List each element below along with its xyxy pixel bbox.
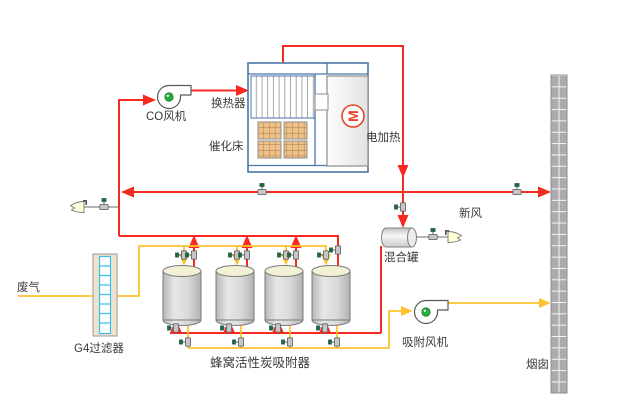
valve-icon xyxy=(227,250,241,260)
valve-icon xyxy=(166,323,180,333)
pipe-hot-desorb-header-top xyxy=(119,235,339,266)
filter-element xyxy=(99,265,111,324)
co-fan-icon xyxy=(156,84,192,110)
chimney xyxy=(550,74,568,394)
adsorber-vessel-4 xyxy=(311,265,351,326)
damper-valve-icon xyxy=(257,182,267,196)
valve-icon xyxy=(286,250,300,260)
labels: 废气 G4过滤器 CO风机 换热器 催化床 电加热 新风 混合罐 蜂窝活性炭吸附… xyxy=(17,96,549,371)
valve-icon xyxy=(328,245,342,255)
valve-icon xyxy=(184,250,198,260)
adsorber-vessel-2 xyxy=(215,265,255,326)
valve-icon xyxy=(237,250,251,260)
mixing-tank-label: 混合罐 xyxy=(384,250,419,264)
valve-icon xyxy=(276,250,290,260)
adsorption-fan-icon xyxy=(413,299,449,325)
adsorber-vessel-3 xyxy=(264,265,304,326)
valve-icon xyxy=(99,197,109,211)
heat-exchanger-label: 换热器 xyxy=(211,96,246,110)
air-intake-icon-left xyxy=(69,200,87,214)
motor-symbol: M xyxy=(345,110,361,122)
valve-icon xyxy=(428,227,438,241)
valve-icon xyxy=(327,337,341,347)
electric-heater-label: 电加热 xyxy=(366,131,401,144)
pipe-hot-co-fan-suction xyxy=(118,94,156,236)
catalytic-bed-label: 催化床 xyxy=(209,139,244,153)
valve-icon xyxy=(280,337,294,347)
valve-icon xyxy=(219,323,233,333)
adsorber-vessel-1 xyxy=(162,265,202,326)
pipe-hot-oven-outlet xyxy=(282,45,409,178)
valve-icon xyxy=(316,250,330,260)
oven-connector-box xyxy=(314,93,329,111)
damper-valve-icon xyxy=(512,182,522,196)
fresh-air-label: 新风 xyxy=(459,206,482,220)
valve-icon xyxy=(178,337,192,347)
valve-icon xyxy=(174,250,188,260)
waste-gas-label: 废气 xyxy=(17,280,40,294)
catalytic-oven-unit: M xyxy=(247,62,369,173)
chimney-label: 烟囱 xyxy=(526,357,549,371)
catalytic-bed xyxy=(257,121,308,159)
adsorption-fan-label: 吸附风机 xyxy=(402,335,448,349)
g4-filter xyxy=(92,253,118,337)
valves xyxy=(99,182,522,347)
co-fan-label: CO风机 xyxy=(146,109,187,123)
g4-filter-label: G4过滤器 xyxy=(74,342,124,355)
heat-exchanger-fins xyxy=(250,75,316,119)
valve-icon xyxy=(393,202,407,212)
pipe-gas-to-fan xyxy=(188,306,413,349)
valve-icon xyxy=(315,323,329,333)
motor-icon: M xyxy=(341,104,365,128)
valve-icon xyxy=(231,337,245,347)
adsorber-bank-label: 蜂窝活性炭吸附器 xyxy=(210,355,311,370)
adsorber-bank xyxy=(162,265,351,326)
fresh-air-intake-icon xyxy=(445,230,463,244)
valve-icon xyxy=(268,323,282,333)
mixing-tank xyxy=(381,227,417,248)
